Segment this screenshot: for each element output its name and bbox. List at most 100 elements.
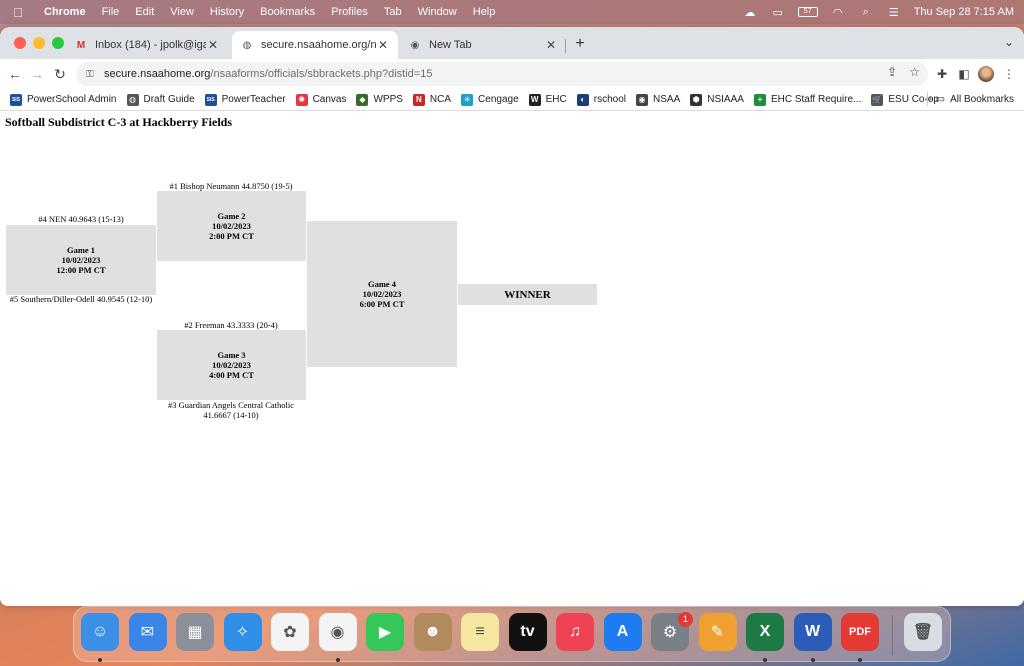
menu-profiles[interactable]: Profiles — [331, 6, 368, 18]
url-path: /nsaaforms/officials/sbbrackets.php?dist… — [210, 68, 433, 80]
menu-clock[interactable]: Thu Sep 28 7:15 AM — [913, 6, 1014, 18]
bookmark-wpps[interactable]: ◆WPPS — [356, 93, 403, 106]
bookmarks-separator — [926, 92, 928, 106]
running-indicator — [810, 658, 815, 662]
bookmark-label: WPPS — [373, 94, 403, 105]
game-2-box: Game 2 10/02/2023 2:00 PM CT — [157, 191, 306, 261]
close-tab-icon[interactable]: ✕ — [207, 38, 219, 52]
share-icon[interactable]: ⇪ — [887, 65, 898, 79]
game-date: 10/02/2023 — [212, 221, 251, 231]
apple-icon[interactable]:  — [0, 5, 36, 20]
menu-help[interactable]: Help — [472, 6, 496, 18]
bookmarks-overflow-chevron-icon[interactable]: » — [925, 93, 932, 105]
site-info-icon[interactable]: ⚿ — [86, 68, 94, 80]
fullscreen-window-button[interactable] — [52, 37, 64, 49]
screen-mirroring-icon[interactable]: ▭ — [772, 6, 783, 19]
bookmark-esu-co-op[interactable]: 🛒ESU Co-op — [871, 93, 939, 106]
bookmark-star-icon[interactable]: ☆ — [909, 65, 920, 79]
creative-cloud-icon[interactable]: ☁ — [744, 6, 756, 19]
bookmark-label: ESU Co-op — [888, 94, 939, 105]
trash-icon[interactable]: 🗑 — [904, 613, 942, 651]
side-panel-icon[interactable]: ◧ — [958, 67, 970, 81]
team-3-stats: 41.6667 (14-10) — [203, 410, 259, 420]
team-4-label: #4 NEN 40.9643 (15-13) — [38, 214, 124, 224]
menu-window[interactable]: Window — [417, 6, 457, 18]
dock-divider — [892, 615, 893, 655]
gmail-icon: M — [76, 39, 86, 51]
chrome-menu-icon[interactable]: ⋮ — [1003, 67, 1015, 81]
bookmark-nsaa[interactable]: ◉NSAA — [636, 93, 680, 106]
browser-window: M Inbox (184) - jpolk@igators.or ✕ ◍ sec… — [0, 27, 1024, 606]
bookmark-nsiaaa[interactable]: ⬢NSIAAA — [690, 93, 744, 106]
contacts-icon[interactable]: ☻ — [413, 613, 452, 651]
photos-icon[interactable]: ✿ — [271, 613, 309, 651]
bookmark-draft-guide[interactable]: ◍Draft Guide — [126, 93, 195, 106]
close-tab-icon[interactable]: ✕ — [377, 38, 389, 52]
music-icon[interactable]: ♫ — [556, 613, 594, 651]
tab-title: Inbox (184) - jpolk@igators.or — [95, 39, 206, 51]
battery-icon[interactable]: 57 — [797, 7, 818, 17]
nsaa-icon: ◉ — [636, 93, 649, 106]
tab-nsaa-brackets[interactable]: ◍ secure.nsaahome.org/nsaafor ✕ — [232, 31, 398, 59]
menu-history[interactable]: History — [209, 6, 245, 18]
new-tab-button[interactable]: + — [575, 35, 585, 52]
pages-icon[interactable]: ✎ — [698, 613, 737, 651]
launchpad-icon[interactable]: ▦ — [176, 613, 214, 651]
game-date: 10/02/2023 — [61, 255, 101, 265]
bookmark-label: Draft Guide — [143, 94, 195, 105]
sis-icon: SIS — [204, 93, 217, 106]
team-5-label: #5 Southern/Diller-Odell 40.9545 (12-10) — [9, 294, 153, 304]
game-time: 12:00 PM CT — [56, 265, 106, 275]
avatar — [978, 66, 994, 82]
menu-tab[interactable]: Tab — [383, 6, 402, 18]
reload-button[interactable]: ↻ — [54, 66, 66, 82]
all-bookmarks-button[interactable]: ▭All Bookmarks — [926, 92, 1014, 106]
wifi-icon[interactable]: ◠ — [832, 6, 843, 19]
tab-separator — [565, 39, 566, 53]
menu-bookmarks[interactable]: Bookmarks — [260, 6, 316, 18]
finder-icon[interactable]: ☺ — [81, 613, 119, 651]
extensions-puzzle-icon[interactable]: ✚ — [936, 67, 948, 81]
address-bar[interactable]: ⚿ secure.nsaahome.org/nsaaforms/official… — [76, 62, 928, 86]
game-time: 2:00 PM CT — [209, 231, 254, 241]
facetime-icon[interactable]: ▶ — [366, 613, 404, 651]
folder-icon: ▭ — [935, 93, 946, 105]
menu-file[interactable]: File — [101, 6, 120, 18]
word-icon[interactable]: W — [793, 613, 832, 651]
tab-strip: M Inbox (184) - jpolk@igators.or ✕ ◍ sec… — [0, 27, 1024, 59]
pdf-icon[interactable]: PDF — [841, 613, 879, 651]
appstore-icon[interactable]: A — [603, 613, 642, 651]
back-button[interactable]: ← — [8, 66, 22, 82]
menu-bar:  Chrome File Edit View History Bookmark… — [0, 0, 1024, 24]
menu-view[interactable]: View — [170, 6, 194, 18]
tab-gmail-inbox[interactable]: M Inbox (184) - jpolk@igators.or ✕ — [66, 31, 228, 59]
tab-title: secure.nsaahome.org/nsaafor — [261, 39, 376, 51]
spotlight-search-icon[interactable]: ⌕ — [862, 5, 869, 18]
safari-icon[interactable]: ✧ — [223, 613, 262, 651]
notes-icon[interactable]: ≡ — [461, 613, 499, 651]
close-tab-icon[interactable]: ✕ — [545, 38, 557, 52]
tab-search-chevron-icon[interactable]: ⌄ — [1003, 35, 1014, 49]
minimize-window-button[interactable] — [33, 37, 45, 49]
forward-button[interactable]: → — [30, 66, 44, 82]
tv-icon[interactable]: tv — [508, 613, 547, 651]
bookmark-canvas[interactable]: ✺Canvas — [295, 93, 346, 106]
bookmark-rschool[interactable]: ◐rschool — [576, 93, 626, 106]
profile-avatar[interactable] — [976, 64, 996, 84]
control-center-icon[interactable]: ☰ — [888, 6, 899, 19]
excel-icon[interactable]: X — [746, 613, 784, 651]
menu-app-name[interactable]: Chrome — [44, 6, 86, 18]
bookmark-ehc-staff-require[interactable]: +EHC Staff Require... — [753, 93, 861, 106]
window-controls — [14, 37, 64, 49]
chrome-icon[interactable]: ◉ — [318, 613, 357, 651]
mail-icon[interactable]: ✉ — [128, 613, 167, 651]
close-window-button[interactable] — [14, 37, 26, 49]
menu-edit[interactable]: Edit — [135, 6, 155, 18]
tab-new-tab[interactable]: ◉ New Tab ✕ — [400, 31, 566, 59]
bookmark-cengage[interactable]: ✳Cengage — [461, 93, 519, 106]
